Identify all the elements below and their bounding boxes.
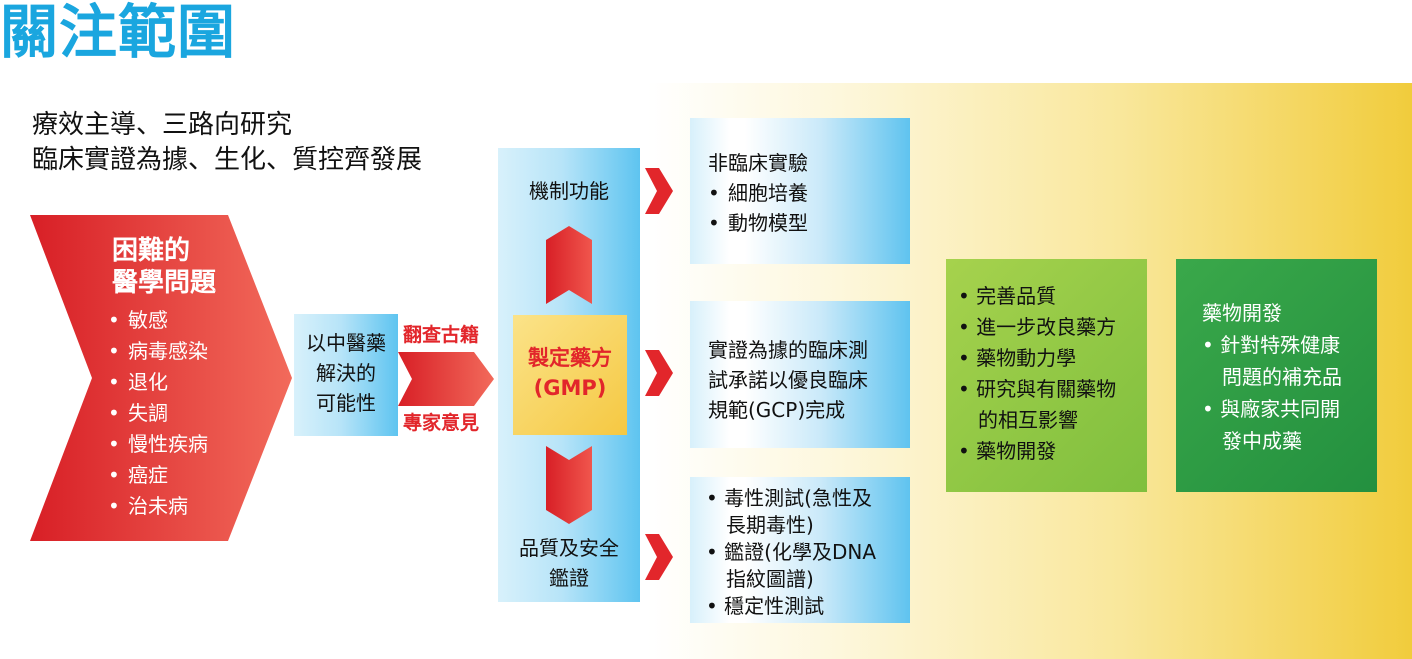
drug-dev-item-continued: 發中成藥 xyxy=(1222,429,1302,453)
problem-heading-line-2: 醫學問題 xyxy=(112,268,217,298)
gmp-line-1: 製定藥方 xyxy=(528,346,612,370)
preclinical-item: 動物模型 xyxy=(708,208,808,238)
drug-dev-item: • 針對特殊健康 xyxy=(1202,333,1341,357)
mechanism-label: 機制功能 xyxy=(529,179,609,203)
quality-safety-label: 品質及安全 鑑證 xyxy=(498,533,640,593)
drug-development-heading: 藥物開發 xyxy=(1202,301,1282,325)
gmp-line-2: (GMP) xyxy=(533,376,607,400)
safety-item-continued: 指紋圖譜) xyxy=(726,567,814,591)
arrow-label-expert-opinion: 專家意見 xyxy=(403,412,480,434)
quality-item: • 完善品質 xyxy=(958,284,1057,308)
subtitle-line-1: 療效主導、三路向研究 xyxy=(32,110,293,140)
safety-item: • 穩定性測試 xyxy=(706,594,825,618)
gmp-formulation-box: 製定藥方 (GMP) xyxy=(513,315,627,435)
quality-item-continued: 的相互影響 xyxy=(978,408,1078,432)
clinical-line-3: 規範(GCP)完成 xyxy=(708,398,846,422)
problem-item: 治未病 xyxy=(108,491,208,522)
problem-item: 退化 xyxy=(108,367,208,398)
clinical-line-1: 實證為據的臨床測 xyxy=(708,338,868,362)
preclinical-heading: 非臨床實驗 xyxy=(708,151,808,175)
quality-safety-line-2: 鑑證 xyxy=(549,566,589,590)
clinical-trial-box: 實證為據的臨床測 試承諾以優良臨床 規範(GCP)完成 xyxy=(690,301,910,448)
down-arrow-icon xyxy=(546,446,592,524)
drug-development-content: 藥物開發 • 針對特殊健康 問題的補充品 • 與廠家共同開 發中成藥 xyxy=(1202,297,1342,457)
quality-item: • 進一步改良藥方 xyxy=(958,315,1117,339)
problem-heading: 困難的 醫學問題 xyxy=(112,235,216,299)
chevron-right-icon xyxy=(645,534,673,580)
safety-item: • 毒性測試(急性及 xyxy=(706,486,872,510)
drug-dev-item-continued: 問題的補充品 xyxy=(1222,365,1342,389)
tcm-line-2: 解決的 xyxy=(316,361,376,385)
preclinical-box: 非臨床實驗 細胞培養 動物模型 xyxy=(690,118,910,264)
safety-list: • 毒性測試(急性及 長期毒性) • 鑑證(化學及DNA 指紋圖譜) • 穩定性… xyxy=(706,485,876,620)
preclinical-list: 細胞培養 動物模型 xyxy=(708,178,808,238)
safety-item: • 鑑證(化學及DNA xyxy=(706,540,877,564)
problem-item: 癌症 xyxy=(108,460,208,491)
drug-development-box: 藥物開發 • 針對特殊健康 問題的補充品 • 與廠家共同開 發中成藥 xyxy=(1176,259,1377,492)
quality-item: • 藥物動力學 xyxy=(958,346,1077,370)
page-title: 關注範圍 xyxy=(0,0,237,66)
chevron-right-icon xyxy=(645,168,673,214)
problem-item: 敏感 xyxy=(108,305,208,336)
arrow-label-ancient-texts: 翻查古籍 xyxy=(403,324,480,346)
subtitle-line-2: 臨床實證為據、生化、質控齊發展 xyxy=(32,145,423,175)
tcm-possibility-box: 以中醫藥 解決的 可能性 xyxy=(294,314,398,436)
quality-item: • 研究與有關藥物 xyxy=(958,377,1117,401)
quality-item: • 藥物開發 xyxy=(958,439,1057,463)
preclinical-item: 細胞培養 xyxy=(708,178,808,208)
quality-safety-line-1: 品質及安全 xyxy=(519,536,619,560)
problem-heading-line-1: 困難的 xyxy=(112,236,191,266)
problem-item: 失調 xyxy=(108,398,208,429)
up-arrow-icon xyxy=(546,226,592,304)
tcm-line-1: 以中醫藥 xyxy=(306,331,386,355)
chevron-right-icon xyxy=(645,350,673,396)
quality-improvement-list: • 完善品質 • 進一步改良藥方 • 藥物動力學 • 研究與有關藥物 的相互影響… xyxy=(958,281,1116,467)
tcm-line-3: 可能性 xyxy=(316,391,376,415)
clinical-line-2: 試承諾以優良臨床 xyxy=(708,368,868,392)
clinical-text: 實證為據的臨床測 試承諾以優良臨床 規範(GCP)完成 xyxy=(708,335,868,425)
drug-dev-item: • 與廠家共同開 xyxy=(1202,397,1341,421)
right-arrow-icon xyxy=(398,352,494,406)
problem-item: 病毒感染 xyxy=(108,336,208,367)
safety-item-continued: 長期毒性) xyxy=(726,513,814,537)
problem-item: 慢性疾病 xyxy=(108,429,208,460)
safety-testing-box: • 毒性測試(急性及 長期毒性) • 鑑證(化學及DNA 指紋圖譜) • 穩定性… xyxy=(690,477,910,623)
problem-list: 敏感 病毒感染 退化 失調 慢性疾病 癌症 治未病 xyxy=(108,305,208,522)
quality-improvement-box: • 完善品質 • 進一步改良藥方 • 藥物動力學 • 研究與有關藥物 的相互影響… xyxy=(946,259,1147,492)
